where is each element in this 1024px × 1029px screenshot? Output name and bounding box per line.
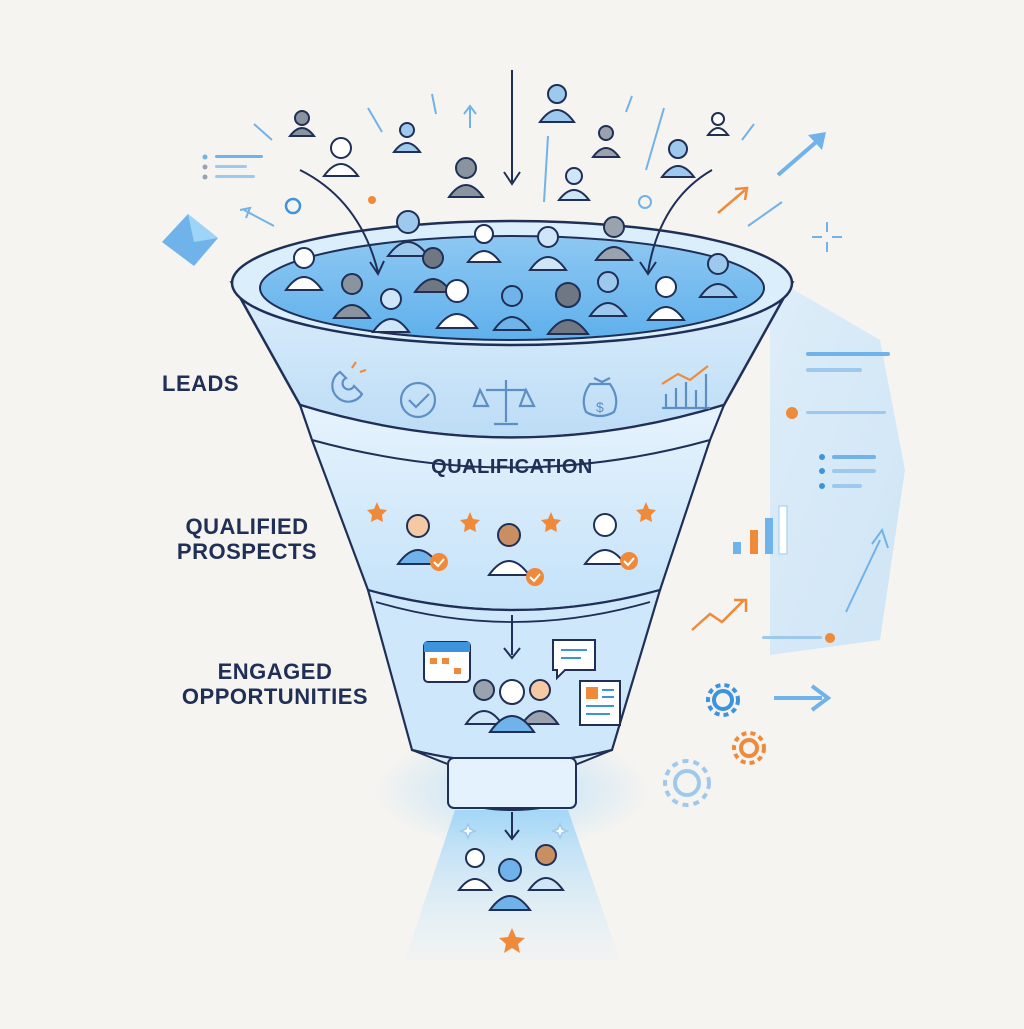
converted-customers (457, 812, 565, 953)
stage-label-qualified-prospects: QUALIFIED PROSPECTS (176, 514, 318, 564)
bar-chart-icon (662, 374, 710, 410)
bar-chart-icon (733, 505, 788, 555)
star-icon (367, 502, 656, 532)
stage-label-leads: LEADS (162, 371, 240, 396)
incoming-arrows (299, 70, 713, 277)
star-icon (499, 928, 525, 953)
gear-icon (663, 683, 766, 807)
funnel-spout (447, 757, 577, 809)
arrow-up-right-icon (776, 135, 824, 177)
balance-scale-icon (472, 380, 536, 426)
light-beam (405, 810, 620, 960)
sales-stage-icons: $ (331, 361, 710, 426)
incoming-people (287, 84, 730, 201)
funnel-engaged-band (366, 588, 662, 764)
background-panel (760, 270, 905, 655)
trend-up-icon (691, 599, 745, 631)
stage-label-qualification: QUALIFICATION (431, 456, 593, 478)
engagement-icons (423, 615, 621, 733)
svg-text:$: $ (596, 399, 604, 415)
decorative-rays (239, 93, 755, 227)
stage-label-engaged-opportunities: ENGAGED OPPORTUNITIES (181, 659, 369, 709)
checkmark-circle-icon (399, 381, 437, 419)
qualified-prospects-people (367, 502, 656, 586)
leads-people (284, 210, 738, 335)
money-bag-icon (582, 377, 618, 418)
right-decorations (691, 352, 890, 712)
magnet-icon (331, 370, 364, 403)
left-decorations (162, 154, 842, 266)
